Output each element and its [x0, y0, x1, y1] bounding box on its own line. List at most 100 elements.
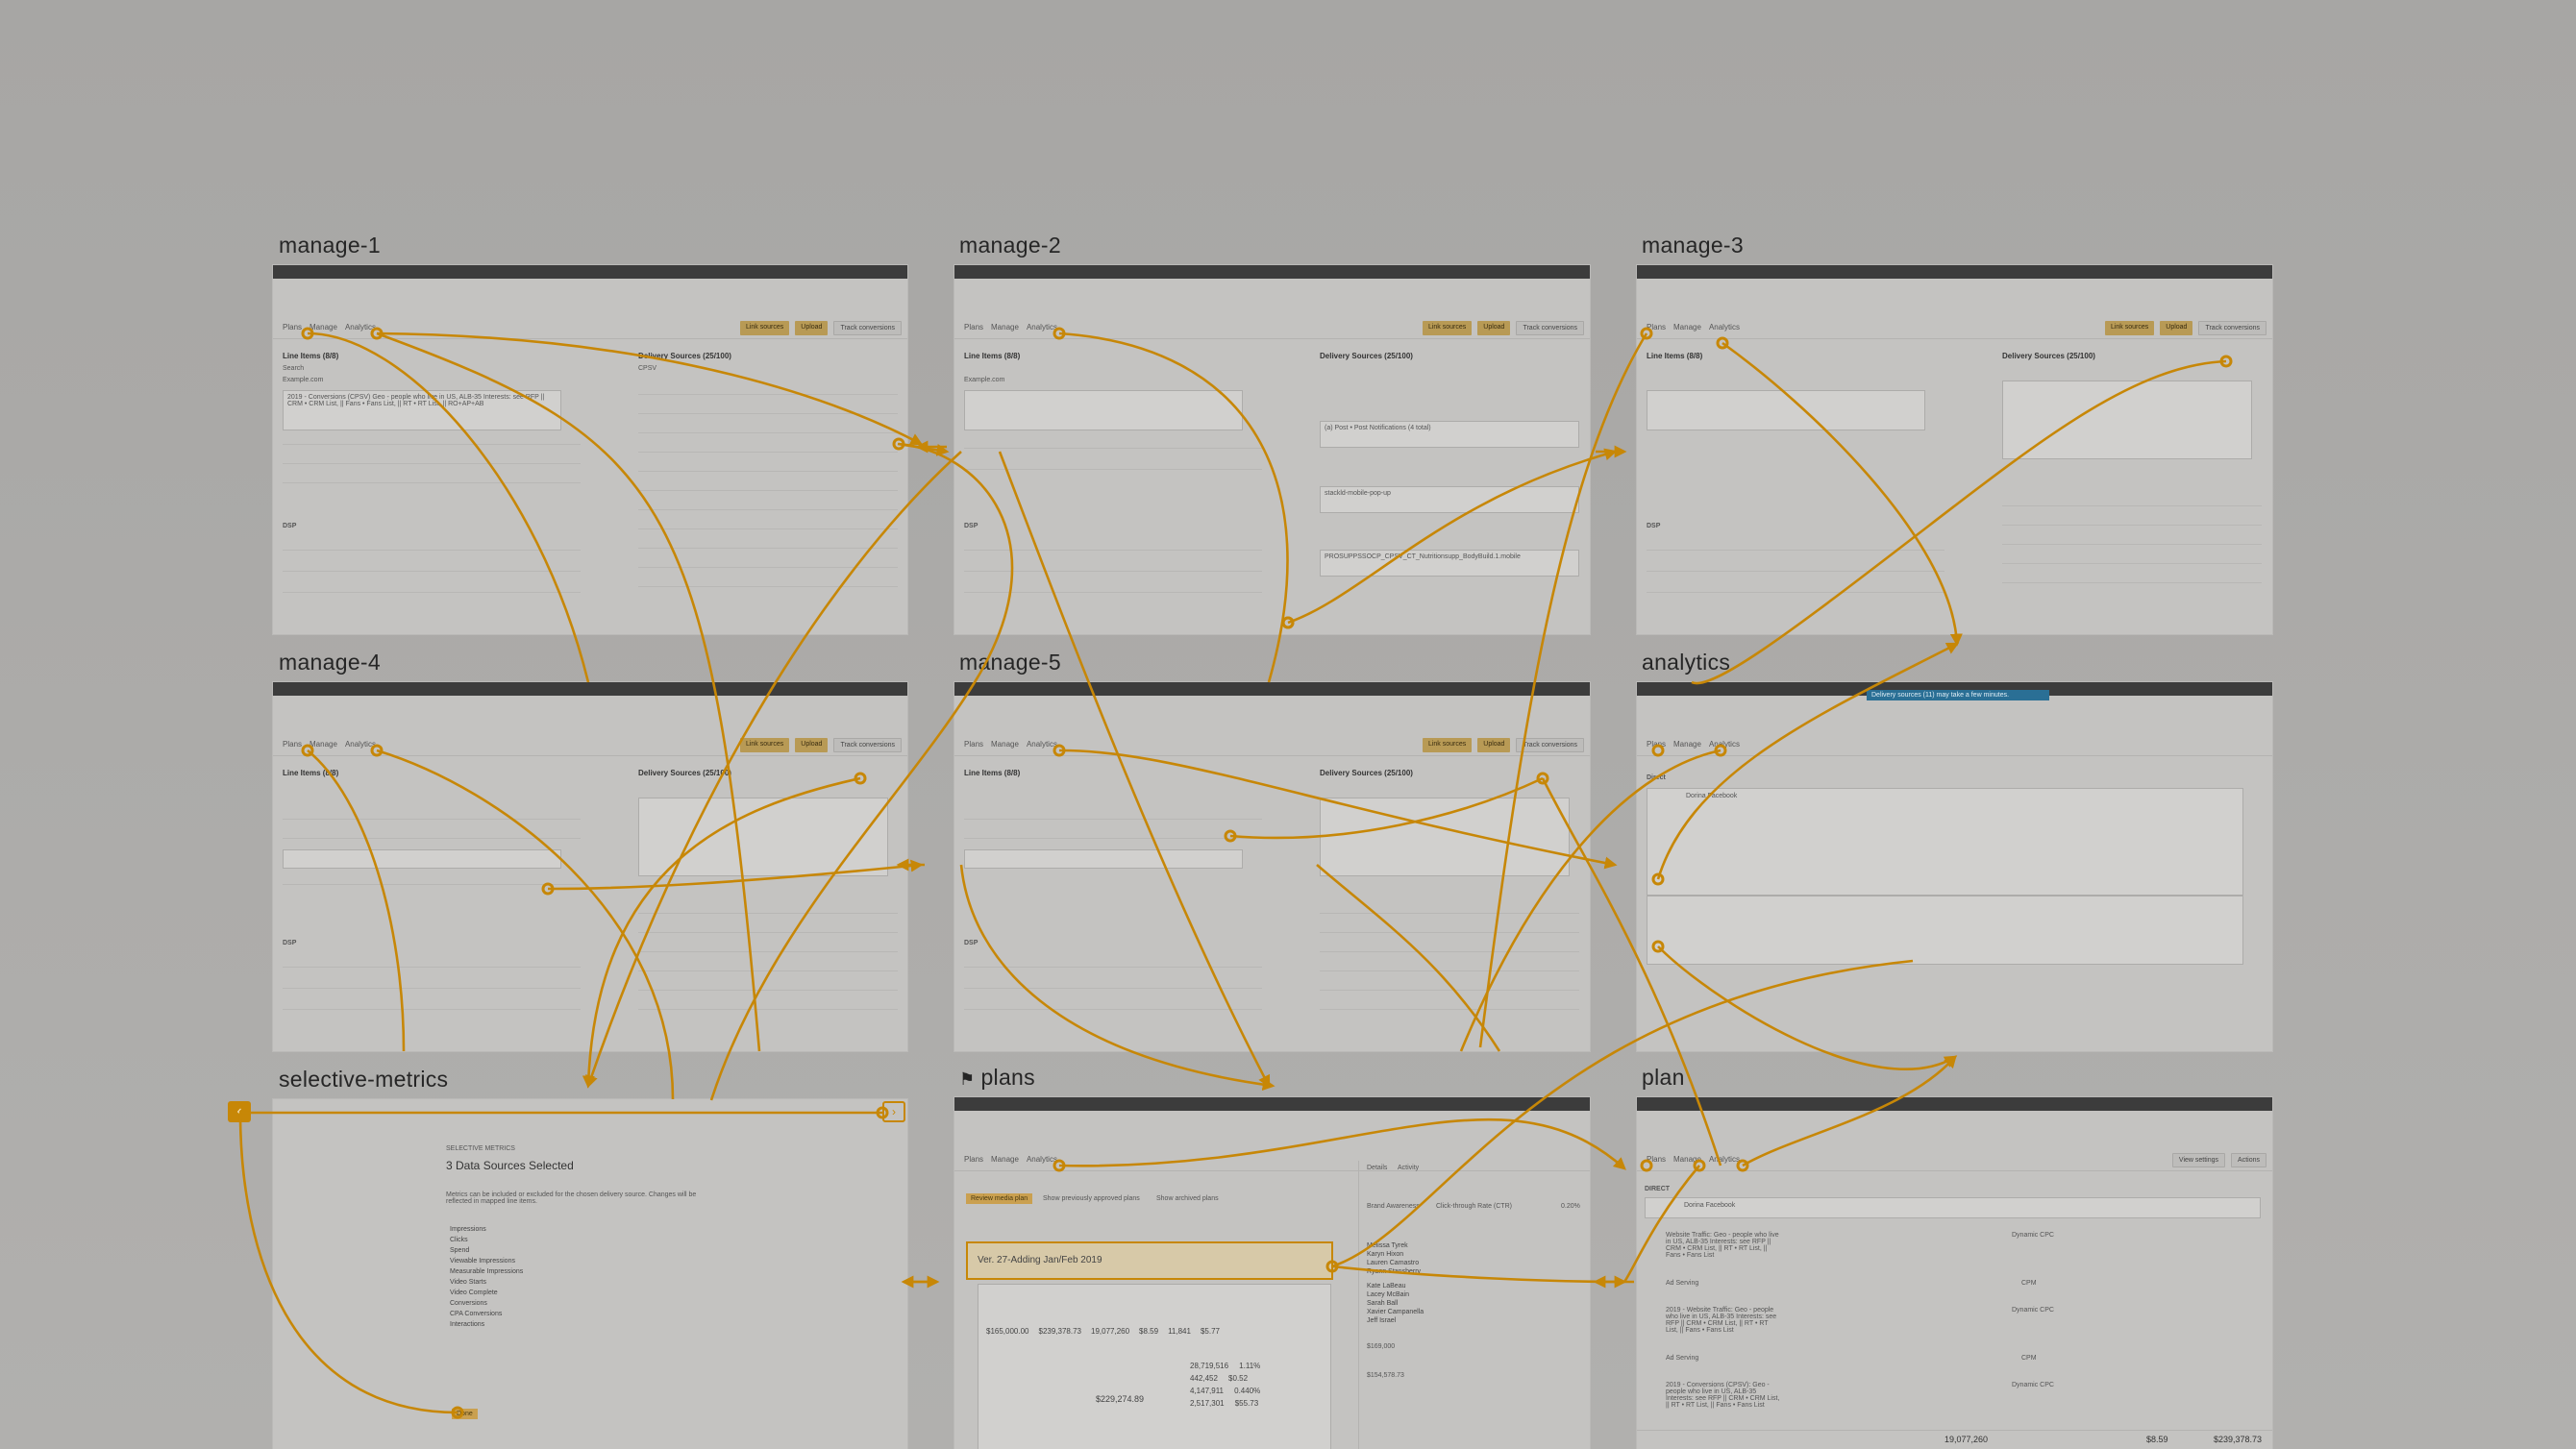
tab-plans[interactable]: Plans [283, 323, 303, 332]
review-plan-button[interactable]: Review media plan [966, 1193, 1033, 1204]
line-item-card[interactable] [964, 849, 1243, 869]
track-conversions-button[interactable]: Track conversions [1516, 738, 1584, 752]
tab-plans[interactable]: Plans [964, 1155, 984, 1164]
tab-plans[interactable]: Plans [283, 740, 303, 749]
board-label-manage-2: manage-2 [959, 233, 1061, 258]
kpi-metric: Click-through Rate (CTR) [1436, 1203, 1512, 1210]
metric-checkbox[interactable]: Viewable Impressions [450, 1258, 515, 1265]
tab-analytics[interactable]: Analytics [1708, 1155, 1740, 1164]
tab-manage[interactable]: Manage [991, 740, 1019, 749]
source-card[interactable]: stackld-mobile-pop-up [1320, 486, 1579, 513]
nav-bar: Plans Manage Analytics Link sources Upload T… [954, 317, 1590, 339]
upload-button[interactable]: Upload [1477, 738, 1511, 752]
plan-line-item[interactable]: Website Traffic: Geo - people who live i… [1666, 1232, 1779, 1259]
metric-checkbox[interactable]: Video Starts [450, 1279, 487, 1286]
delivery-sources-pane: Delivery Sources (25/100) [638, 769, 898, 1042]
tab-plans[interactable]: Plans [964, 740, 984, 749]
metric-checkbox[interactable]: CPA Conversions [450, 1311, 503, 1317]
metric-checkbox[interactable]: Video Complete [450, 1289, 498, 1296]
line-item-card[interactable] [1647, 390, 1925, 430]
tab-manage[interactable]: Manage [991, 323, 1019, 332]
analytics-table-2[interactable] [1647, 896, 2243, 965]
selected-sources-card[interactable] [2002, 381, 2252, 459]
source-card[interactable]: (a) Post • Post Notifications (4 total) [1320, 421, 1579, 448]
tab-analytics[interactable]: Analytics [1026, 1155, 1057, 1164]
board-label-manage-5: manage-5 [959, 650, 1061, 675]
tab-manage[interactable]: Manage [991, 1155, 1019, 1164]
done-button[interactable]: Done [452, 1409, 478, 1419]
line-item-card[interactable]: 2019 - Conversions (CPSV) Geo - people w… [283, 390, 561, 430]
board-label-plan: plan [1642, 1065, 1685, 1090]
link-sources-button[interactable]: Link sources [739, 321, 790, 335]
board-manage-2[interactable]: Plans Manage Analytics Link sources Upload T… [954, 265, 1590, 634]
tab-manage[interactable]: Manage [1673, 1155, 1701, 1164]
cpsv-filter[interactable]: CPSV [638, 365, 657, 372]
board-label-selective-metrics: selective-metrics [279, 1067, 449, 1092]
tab-plans[interactable]: Plans [1647, 323, 1667, 332]
show-previous-toggle[interactable]: Show previously approved plans [1043, 1195, 1140, 1202]
selected-sources-card[interactable] [1320, 798, 1570, 876]
metric-checkbox[interactable]: Clicks [450, 1237, 468, 1243]
link-sources-button[interactable]: Link sources [1422, 738, 1473, 752]
board-plan[interactable]: Plans Manage Analytics View settings Action… [1637, 1097, 2272, 1449]
link-sources-button[interactable]: Link sources [739, 738, 790, 752]
upload-button[interactable]: Upload [1477, 321, 1511, 335]
show-archived-toggle[interactable]: Show archived plans [1156, 1195, 1219, 1202]
plan-line-item[interactable]: 2019 - Website Traffic: Geo - people who… [1666, 1307, 1777, 1334]
metric-checkbox[interactable]: Impressions [450, 1226, 486, 1233]
current-plan-card[interactable]: Ver. 27-Adding Jan/Feb 2019 [966, 1241, 1333, 1280]
track-conversions-button[interactable]: Track conversions [2198, 321, 2266, 335]
tab-plans[interactable]: Plans [1647, 1155, 1667, 1164]
tab-details[interactable]: Details [1367, 1165, 1388, 1171]
tab-plans[interactable]: Plans [964, 323, 984, 332]
board-manage-4[interactable]: Plans Manage Analytics Link sources Upload T… [273, 682, 907, 1051]
tab-analytics[interactable]: Analytics [344, 740, 376, 749]
back-arrow-icon[interactable]: ‹ [228, 1101, 251, 1122]
actions-button[interactable]: Actions [2231, 1153, 2266, 1167]
board-label-manage-4: manage-4 [279, 650, 381, 675]
upload-button[interactable]: Upload [795, 738, 829, 752]
tab-manage[interactable]: Manage [1673, 323, 1701, 332]
tab-manage[interactable]: Manage [1673, 740, 1701, 749]
tab-analytics[interactable]: Analytics [344, 323, 376, 332]
line-item-card[interactable] [283, 849, 561, 869]
source-card[interactable]: PROSUPPSSOCP_CPSV_CT_Nutritionsupp_BodyB… [1320, 550, 1579, 577]
track-conversions-button[interactable]: Track conversions [1516, 321, 1584, 335]
track-conversions-button[interactable]: Track conversions [833, 738, 902, 752]
tab-analytics[interactable]: Analytics [1026, 323, 1057, 332]
tab-manage[interactable]: Manage [310, 740, 337, 749]
track-conversions-button[interactable]: Track conversions [833, 321, 902, 335]
analytics-table[interactable]: Dorina Facebook [1647, 788, 2243, 896]
metric-checkbox[interactable]: Measurable Impressions [450, 1268, 524, 1275]
delivery-sources-pane: Delivery Sources (25/100) [2002, 352, 2262, 625]
upload-button[interactable]: Upload [2160, 321, 2193, 335]
link-sources-button[interactable]: Link sources [1422, 321, 1473, 335]
selected-sources-card[interactable] [638, 798, 888, 876]
tab-plans[interactable]: Plans [1647, 740, 1667, 749]
tab-analytics[interactable]: Analytics [1026, 740, 1057, 749]
board-manage-3[interactable]: Plans Manage Analytics Link sources Upload T… [1637, 265, 2272, 634]
board-selective-metrics[interactable]: SELECTIVE METRICS 3 Data Sources Selecte… [273, 1099, 907, 1449]
board-manage-1[interactable]: Plans Manage Analytics Link sources Upload T… [273, 265, 907, 634]
view-settings-button[interactable]: View settings [2171, 1153, 2226, 1167]
search-input[interactable]: Search [283, 365, 305, 372]
board-manage-5[interactable]: Plans Manage Analytics Link sources Upload T… [954, 682, 1590, 1051]
metric-checkbox[interactable]: Interactions [450, 1321, 485, 1328]
tab-manage[interactable]: Manage [310, 323, 337, 332]
nav-bar: Plans Manage Analytics Link sources Upload T… [273, 734, 907, 756]
delivery-sources-heading: Delivery Sources (25/100) [2002, 352, 2095, 360]
board-plans[interactable]: Plans Manage Analytics Review media plan S… [954, 1097, 1590, 1449]
tab-analytics[interactable]: Analytics [1708, 740, 1740, 749]
tab-analytics[interactable]: Analytics [1708, 323, 1740, 332]
tab-activity[interactable]: Activity [1398, 1165, 1420, 1171]
plan-line-item[interactable]: 2019 - Conversions (CPSV): Geo - people … [1666, 1382, 1780, 1409]
forward-arrow-icon[interactable]: › [882, 1101, 905, 1122]
upload-button[interactable]: Upload [795, 321, 829, 335]
line-item-card[interactable] [964, 390, 1243, 430]
link-sources-button[interactable]: Link sources [2104, 321, 2155, 335]
line-items-heading: Line Items (8/8) [964, 352, 1021, 360]
publisher-row[interactable]: Dorina Facebook [1645, 1197, 2261, 1218]
metric-checkbox[interactable]: Conversions [450, 1300, 487, 1307]
metric-checkbox[interactable]: Spend [450, 1247, 470, 1254]
